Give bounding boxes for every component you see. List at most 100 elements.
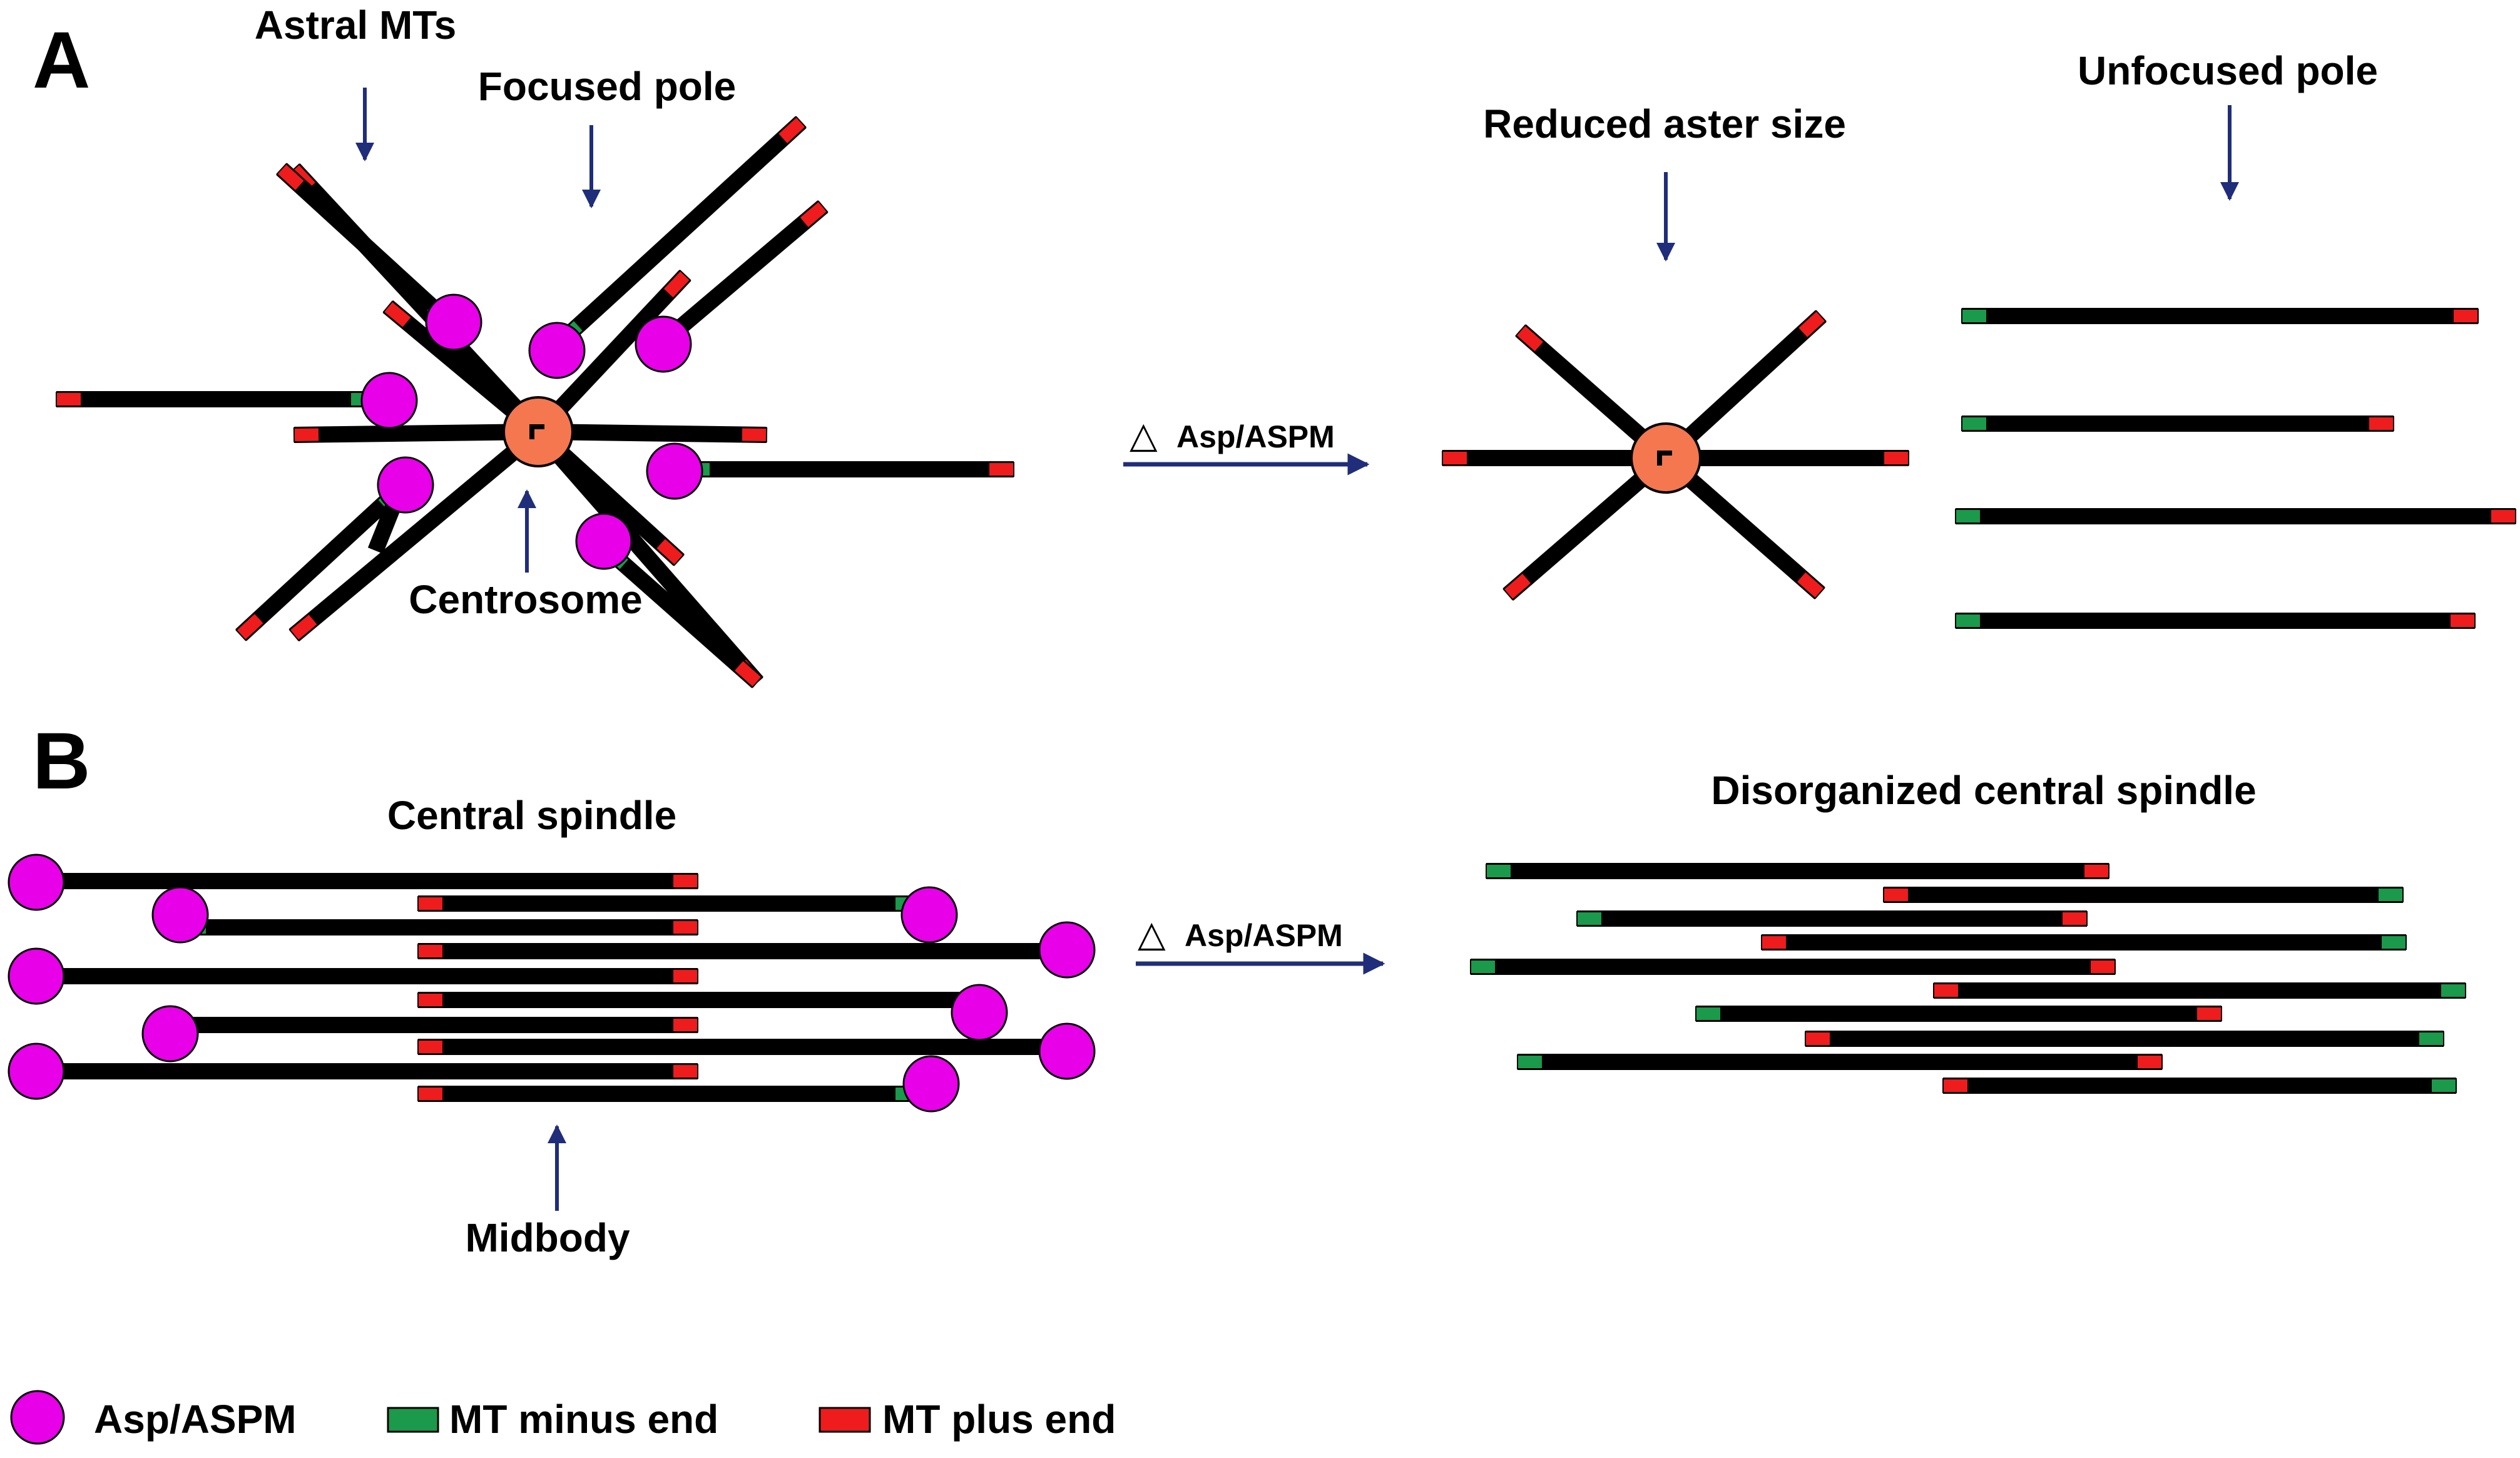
- transition-top-symbol: △: [1130, 415, 1158, 456]
- asp-aspm-dot: [646, 442, 703, 500]
- microtubule: [1883, 887, 2404, 903]
- microtubule-body: [418, 895, 920, 912]
- microtubule: [1961, 415, 2394, 432]
- mt-minus-end: [1955, 613, 1981, 628]
- microtubule: [1517, 1054, 2163, 1070]
- mt-plus-end: [293, 427, 320, 443]
- microtubule: [685, 461, 1014, 477]
- mt-plus-end: [740, 427, 768, 443]
- mt-plus-end: [1883, 887, 1909, 902]
- asp-aspm-dot: [1038, 1022, 1096, 1080]
- legend-asp-label: Asp/ASPM: [94, 1397, 297, 1442]
- label-focused-pole: Focused pole: [478, 64, 737, 109]
- mt-plus-end: [1795, 570, 1825, 599]
- microtubule: [1933, 982, 2466, 999]
- mt-plus-end: [2452, 308, 2479, 324]
- label-astral-mts: Astral MTs: [255, 3, 456, 48]
- microtubule-body: [538, 424, 767, 443]
- microtubule-body: [1884, 887, 2403, 903]
- microtubule-body: [1518, 1054, 2162, 1070]
- mt-minus-end: [2418, 1031, 2444, 1046]
- microtubule: [1660, 310, 1827, 464]
- asp-aspm-dot: [151, 886, 209, 944]
- microtubule: [532, 270, 691, 437]
- microtubule-body: [1660, 310, 1827, 464]
- mt-plus-end: [1883, 451, 1909, 466]
- microtubule: [1442, 450, 1666, 466]
- microtubule-body: [1962, 308, 2478, 324]
- mt-plus-end: [417, 1086, 444, 1101]
- legend-asp-swatch: [10, 1390, 65, 1445]
- microtubule-body: [1486, 863, 2109, 879]
- label-unfocused-pole: Unfocused pole: [2078, 48, 2378, 93]
- mt-plus-end: [672, 969, 698, 984]
- centriole-mark: [529, 424, 544, 439]
- transition-bottom-text: Asp/ASPM: [1185, 918, 1343, 953]
- microtubule: [417, 1086, 921, 1102]
- microtubule-body: [532, 426, 763, 688]
- microtubule: [1502, 452, 1671, 601]
- microtubule-body: [1956, 613, 2475, 629]
- microtubule-body: [685, 461, 1014, 477]
- label-disorganized-central-spindle: Disorganized central spindle: [1711, 768, 2256, 813]
- microtubule-body: [418, 1039, 1070, 1055]
- mt-plus-end: [1805, 1031, 1831, 1046]
- mt-minus-end: [1517, 1054, 1543, 1069]
- microtubule-body: [288, 426, 544, 641]
- microtubule-body: [293, 424, 539, 443]
- microtubule-body: [1962, 415, 2394, 432]
- microtubule: [37, 1063, 698, 1079]
- centrosome: [1630, 422, 1701, 494]
- mt-plus-end: [777, 116, 807, 145]
- mt-plus-end: [1515, 324, 1545, 354]
- microtubule-body: [418, 943, 1070, 959]
- mt-plus-end: [2196, 1006, 2222, 1021]
- mt-plus-end: [288, 613, 319, 641]
- transition-top-text: Asp/ASPM: [1176, 419, 1335, 454]
- mt-plus-end: [662, 270, 691, 300]
- microtubule-body: [1956, 508, 2516, 524]
- microtubule-body: [1515, 324, 1671, 464]
- microtubule: [288, 426, 544, 641]
- microtubule: [1955, 613, 2476, 629]
- microtubule-body: [1943, 1078, 2456, 1094]
- mt-plus-end: [417, 944, 444, 959]
- mt-plus-end: [276, 163, 306, 192]
- panel-label-a: A: [33, 16, 90, 105]
- microtubule-body: [181, 919, 698, 935]
- legend-plus-label: MT plus end: [882, 1397, 1116, 1442]
- microtubule-body: [38, 1063, 698, 1079]
- mt-minus-end: [1576, 911, 1603, 926]
- microtubule: [1961, 308, 2479, 324]
- asp-aspm-dot: [635, 315, 692, 373]
- asp-aspm-dot: [377, 456, 434, 514]
- centriole-mark: [1657, 451, 1672, 466]
- microtubule: [56, 391, 376, 407]
- mt-plus-end: [56, 392, 82, 407]
- microtubule: [37, 968, 698, 984]
- microtubule-body: [600, 542, 763, 688]
- mt-plus-end: [733, 659, 763, 688]
- microtubule: [37, 873, 698, 889]
- mt-plus-end: [1797, 310, 1827, 339]
- mt-plus-end: [672, 874, 698, 889]
- microtubule-body: [658, 200, 829, 348]
- centrosome: [502, 396, 574, 467]
- microtubule: [382, 300, 544, 438]
- microtubule: [1942, 1078, 2457, 1094]
- mt-plus-end: [2490, 509, 2516, 524]
- asp-aspm-dot: [8, 947, 65, 1005]
- microtubule-body: [1696, 1006, 2222, 1022]
- microtubule-body: [56, 391, 375, 407]
- microtubule: [1470, 959, 2116, 975]
- mt-plus-end: [417, 992, 444, 1007]
- asp-aspm-dot: [425, 293, 482, 351]
- mt-plus-end: [382, 300, 413, 329]
- asp-aspm-dot: [528, 322, 586, 379]
- legend-plus-swatch: [819, 1407, 871, 1433]
- microtubule: [538, 424, 768, 443]
- asp-aspm-dot: [951, 984, 1008, 1041]
- asp-aspm-dot: [141, 1005, 199, 1063]
- microtubule-body: [382, 300, 544, 438]
